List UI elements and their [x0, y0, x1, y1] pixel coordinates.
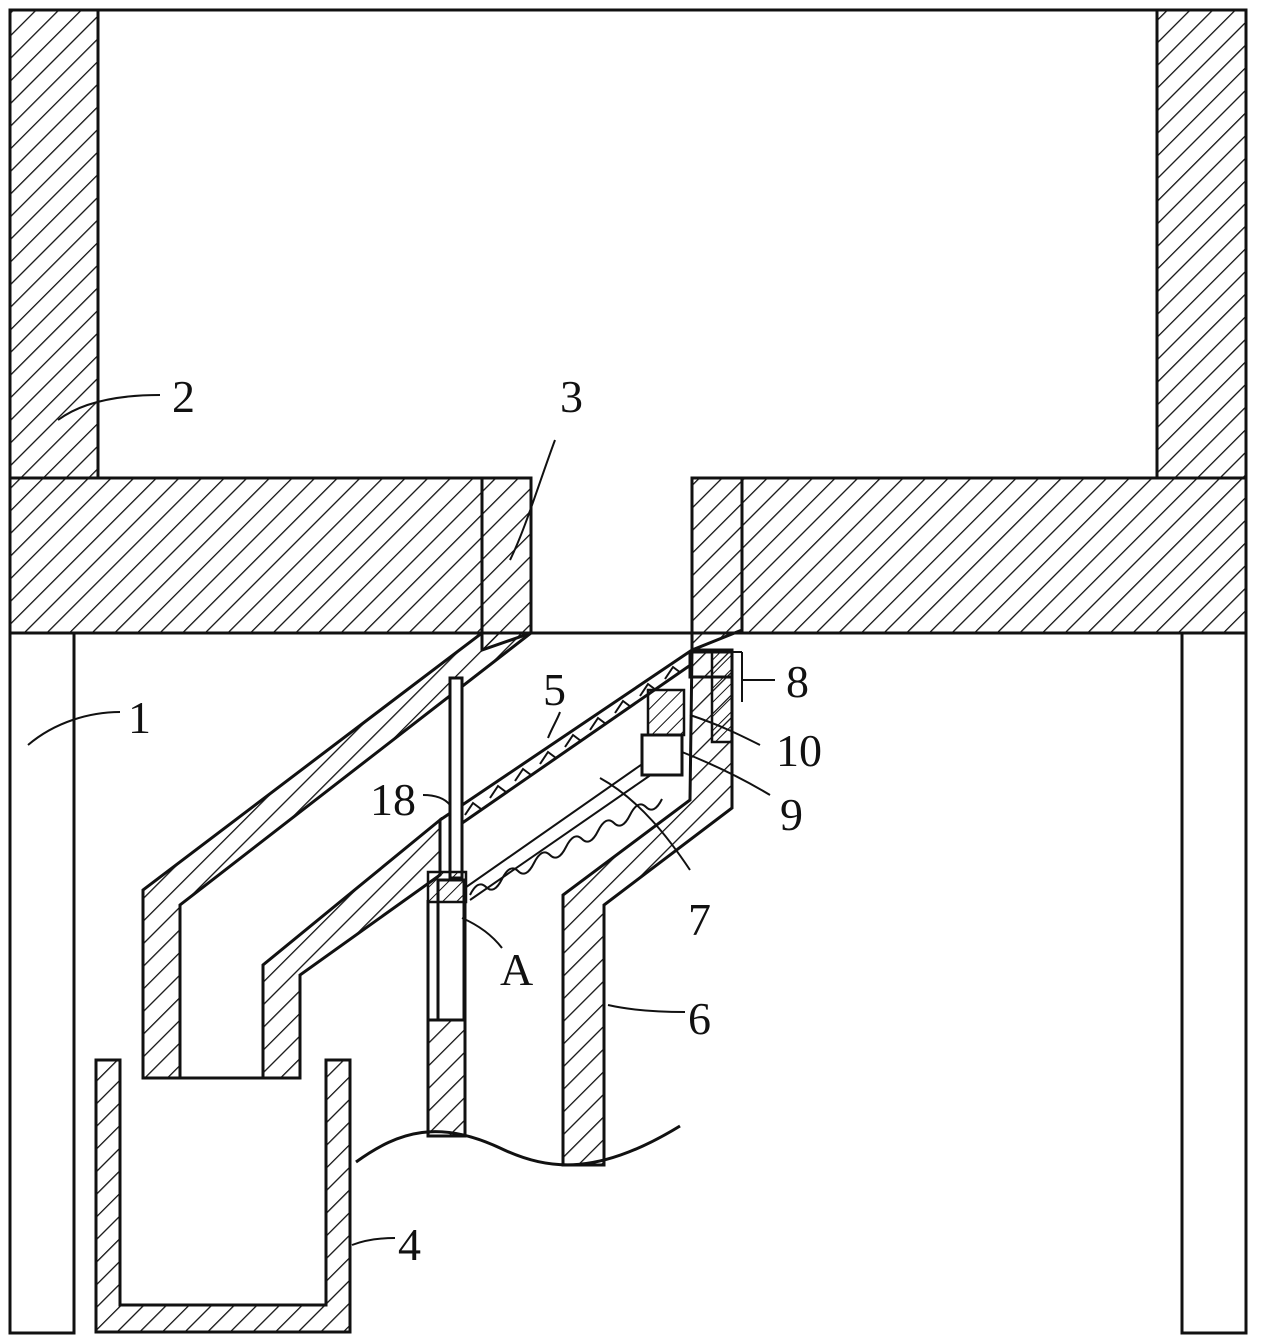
outlet-pipe	[561, 648, 734, 1167]
label-2: 2	[172, 371, 195, 422]
label-18: 18	[370, 774, 416, 825]
label-4: 4	[398, 1219, 421, 1270]
support-frame	[8, 631, 1248, 1335]
label-5: 5	[543, 664, 566, 715]
label-7: 7	[688, 894, 711, 945]
label-8: 8	[786, 656, 809, 707]
leader-lines	[27, 394, 775, 1246]
label-A: A	[500, 944, 533, 995]
inclined-chute	[141, 631, 536, 1080]
label-3: 3	[560, 371, 583, 422]
label-10: 10	[776, 725, 822, 776]
label-9: 9	[780, 789, 803, 840]
label-6: 6	[688, 993, 711, 1044]
upper-housing	[8, 8, 1248, 635]
label-1: 1	[128, 692, 151, 743]
break-line	[355, 1124, 681, 1167]
discharge-sleeve	[480, 476, 744, 653]
collecting-tank	[94, 1058, 352, 1334]
vertical-rod	[426, 676, 468, 1138]
